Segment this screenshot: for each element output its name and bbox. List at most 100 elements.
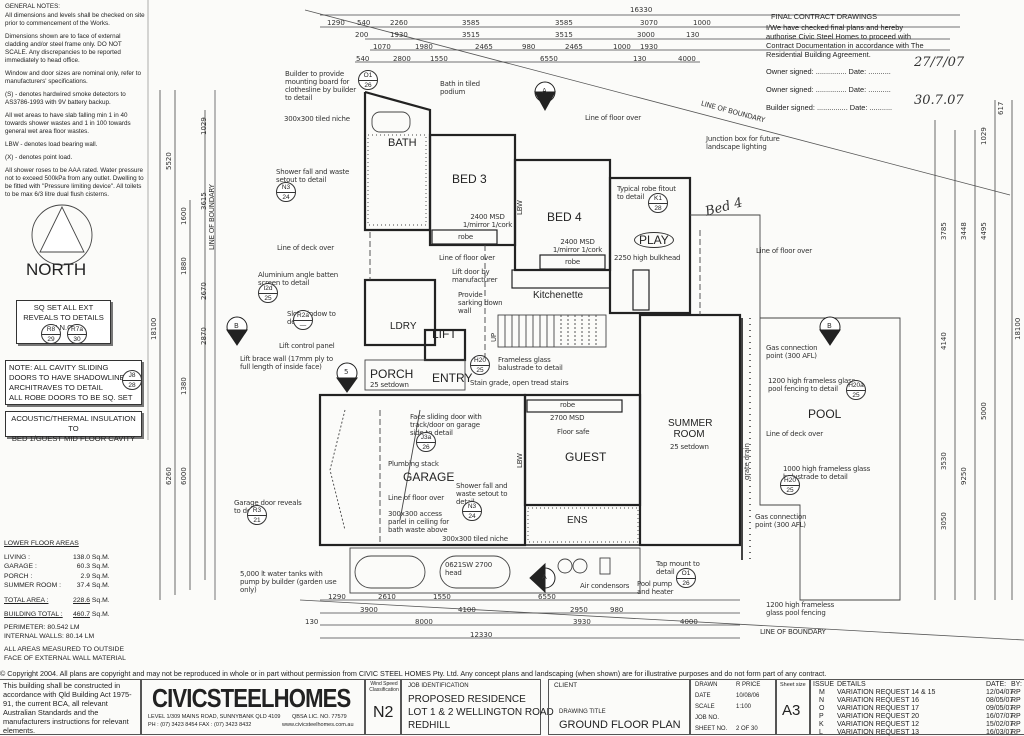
note-item: All dimensions and levels shall be check… <box>5 12 145 27</box>
issue-cell: RP <box>1011 729 1021 736</box>
drawing-title-label: DRAWING TITLE <box>559 709 606 715</box>
dim: 1550 <box>430 55 448 63</box>
dim: 540 <box>357 19 371 27</box>
annotation: UP <box>490 333 498 342</box>
annotation: 2400 MSD 1/mirror 1/cork <box>462 213 513 229</box>
annotation: robe <box>560 401 575 409</box>
scale-label: SCALE <box>695 704 715 710</box>
client-block: CLIENT DRAWING TITLE GROUND FLOOR PLAN <box>548 679 690 735</box>
room-guest: GUEST <box>565 450 607 464</box>
issue-cell: VARIATION REQUEST 13 <box>837 729 920 736</box>
room-laundry: LDRY <box>390 321 417 332</box>
annotation: Line of floor over <box>439 254 495 262</box>
dim: 1380 <box>180 377 188 395</box>
dim: 18100 <box>1014 317 1022 340</box>
annotation: Typical robe fitout to detail <box>617 185 676 201</box>
issue-header: DATE: <box>986 681 1007 688</box>
section-mark-5: 5 <box>344 368 349 376</box>
annotation: Provide sarking down wall <box>458 291 503 315</box>
dim: 3515 <box>555 31 573 39</box>
summer-setdown: 25 setdown <box>670 443 709 451</box>
annotation: robe <box>458 233 473 241</box>
annotation: Lift brace wall (17mm ply to full length… <box>240 355 333 371</box>
dim: 130 <box>633 55 647 63</box>
cavity-note-line: ALL ROBE DOORS TO BE SQ. SET <box>9 393 133 402</box>
dim: 3785 <box>940 222 948 240</box>
dim: 1600 <box>180 207 188 225</box>
company-website: www.civicsteelhomes.com.au <box>282 722 354 728</box>
area-row: GARAGE :60.3 Sq.M. <box>4 563 110 570</box>
dim: 1000 <box>693 19 711 27</box>
dim: 3900 <box>360 606 378 614</box>
issue-cell: 16/03/07 <box>986 729 1014 736</box>
annotation: Floor safe <box>557 428 590 436</box>
annotation: Gas connection point (300 AFL) <box>755 513 807 529</box>
sheet-size-block: Sheet size A3 <box>776 679 810 735</box>
dim-overall-top: 16330 <box>630 6 653 14</box>
dim: 6550 <box>540 55 558 63</box>
dim: 3585 <box>462 19 480 27</box>
final-contract-title: FINAL CONTRACT DRAWINGS <box>771 12 878 21</box>
note-item: Dimensions shown are to face of external… <box>5 33 122 64</box>
annotation: LBW <box>516 453 524 468</box>
note-item: All shower roses to be AAA rated. Water … <box>5 167 144 198</box>
dim: 6260 <box>165 467 173 485</box>
issue-cell: O <box>819 705 825 712</box>
annotation: Gas connection point (300 AFL) <box>766 344 818 360</box>
dim: 2465 <box>475 43 493 51</box>
wind-speed-block: Wind Speed Classification N2 <box>365 679 401 735</box>
annotation: Line of floor over <box>756 247 812 255</box>
company-phone: PH : (07) 3423 8454 FAX : (07) 3423 8432 <box>148 722 252 728</box>
issue-cell: L <box>819 729 823 736</box>
annotation: Aluminium angle batten screen to detail <box>258 271 339 287</box>
issue-cell: VARIATION REQUEST 12 <box>837 721 920 728</box>
job-line: REDHILL <box>408 720 451 731</box>
note-item: (X) - denotes point load. <box>5 154 73 161</box>
job-line: LOT 1 & 2 WELLINGTON ROAD <box>408 707 554 718</box>
total-area: TOTAL AREA :228.6 Sq.M. <box>4 596 110 604</box>
dim: 18100 <box>150 317 158 340</box>
company-licence: QBSA LIC. NO. 77579 <box>292 714 347 720</box>
job-label: JOB IDENTIFICATION <box>408 683 469 689</box>
dim: 3070 <box>640 19 658 27</box>
dim: 2465 <box>565 43 583 51</box>
job-line: PROPOSED RESIDENCE <box>408 694 526 705</box>
areas-title: LOWER FLOOR AREAS <box>4 540 79 547</box>
dim: 1550 <box>433 593 451 601</box>
note-item: Window and door sizes are nominal only, … <box>5 70 142 85</box>
cavity-note-box: NOTE: ALL CAVITY SLIDING DOORS TO HAVE S… <box>5 360 142 405</box>
owner-signature-2: Owner signed: ............... Date: ....… <box>766 85 891 94</box>
sheet-no-value: 2 OF 30 <box>736 726 758 732</box>
issue-cell: RP <box>1011 705 1021 712</box>
issue-cell: 08/05/07 <box>986 697 1014 704</box>
company-logo-block: CIVICSTEELHOMES LEVEL 1/309 MAINS ROAD, … <box>141 679 365 735</box>
dim: 3615 <box>200 192 208 210</box>
annotation: LINE OF BOUNDARY <box>760 628 826 636</box>
annotation: Line of floor over <box>585 114 641 122</box>
company-address: LEVEL 1/309 MAINS ROAD, SUNNYBANK QLD 41… <box>148 714 281 720</box>
annotation: Frameless glass balustrade to detail <box>498 356 563 372</box>
dim: 6000 <box>180 467 188 485</box>
room-pool: POOL <box>808 407 842 421</box>
internal-walls: INTERNAL WALLS: 80.14 LM <box>4 633 95 640</box>
floor-areas: LOWER FLOOR AREAS LIVING :138.0 Sq.M. GA… <box>4 539 134 664</box>
annotation: 300x300 access panel in ceiling for bath… <box>388 510 449 534</box>
insulation-note-line: BED 1/GUEST MID FLOOR CAVITY <box>11 434 136 443</box>
annotation: 300x300 tiled niche <box>442 535 508 543</box>
cavity-note-line: ARCHITRAVES TO DETAIL <box>9 383 103 392</box>
builder-signature: Builder signed: ............... Date: ..… <box>766 93 964 112</box>
issue-cell: RP <box>1011 721 1021 728</box>
north-label: NORTH <box>26 260 87 279</box>
dim: 2260 <box>390 19 408 27</box>
issue-cell: M <box>819 689 825 696</box>
dim: 4000 <box>680 618 698 626</box>
room-play: PLAY <box>634 232 674 248</box>
dim: 1880 <box>180 257 188 275</box>
room-bath: BATH <box>388 137 417 149</box>
room-entry: ENTRY <box>432 371 473 385</box>
